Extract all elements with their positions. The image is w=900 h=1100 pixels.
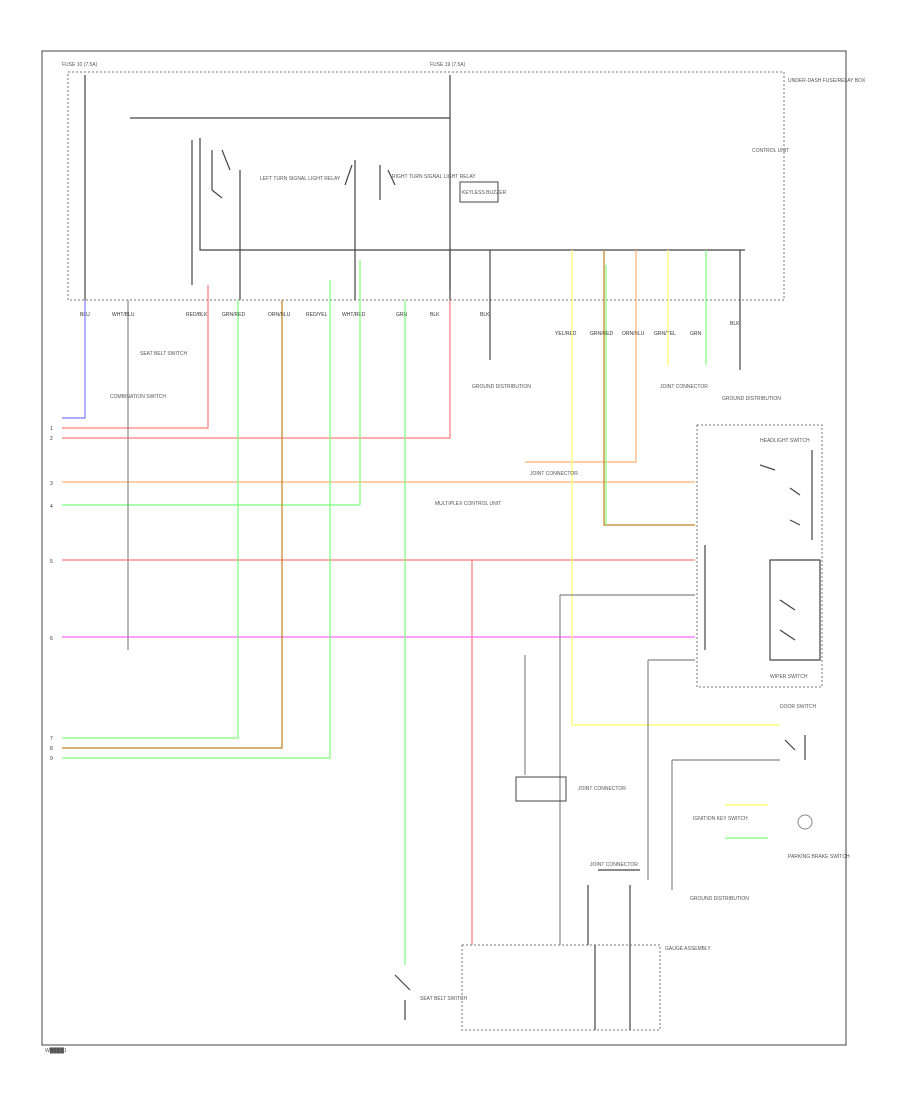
headlight-switch-label: HEADLIGHT SWITCH bbox=[760, 438, 810, 444]
door-switch-glyph bbox=[784, 735, 806, 760]
parking-brake-label: PARKING BRAKE SWITCH bbox=[788, 854, 850, 860]
top-left-label: FUSE 10 (7.5A) bbox=[62, 62, 98, 68]
relay-right-switch: RIGHT TURN SIGNAL LIGHT RELAY bbox=[344, 164, 476, 200]
wire-grey-3 bbox=[647, 659, 695, 880]
connector-pin-labels: BLU WHT/BLU RED/BLK GRN/RED ORN/BLU RED/… bbox=[80, 312, 740, 337]
svg-text:GRN: GRN bbox=[396, 312, 408, 318]
svg-text:6: 6 bbox=[50, 636, 53, 642]
wire-red-2 bbox=[62, 300, 451, 439]
joint-connector-label-3: JOINT CONNECTOR bbox=[578, 786, 626, 792]
ignition-label: IGNITION KEY SWITCH bbox=[693, 816, 748, 822]
joint-connector-label-2: JOINT CONNECTOR bbox=[530, 471, 578, 477]
wire-grey-2 bbox=[559, 594, 695, 945]
under-dash-fuse-box bbox=[67, 71, 785, 301]
diagram-frame bbox=[41, 50, 847, 1046]
gauge-assembly-box bbox=[461, 944, 661, 1031]
svg-text:RED/YEL: RED/YEL bbox=[306, 312, 328, 318]
wire-blue bbox=[62, 300, 86, 419]
combination-label: COMBINATION SWITCH bbox=[110, 394, 166, 400]
wire-green-2 bbox=[62, 300, 239, 739]
wire-black-4 bbox=[199, 138, 745, 251]
wiper-switch-label: WIPER SWITCH bbox=[770, 674, 808, 680]
ground-dist-label-2: GROUND DISTRIBUTION bbox=[722, 396, 781, 402]
ground-dist-label-1: GROUND DISTRIBUTION bbox=[472, 384, 531, 390]
svg-text:5: 5 bbox=[50, 559, 53, 565]
relay-right-label: RIGHT TURN SIGNAL LIGHT RELAY bbox=[392, 174, 476, 180]
combo-internal bbox=[704, 450, 821, 661]
wire-red-1 bbox=[62, 285, 209, 429]
joint-connector-label-4: JOINT CONNECTOR bbox=[590, 862, 638, 868]
keyless-buzzer-box bbox=[459, 181, 499, 203]
door-switch-label: DOOR SWITCH bbox=[780, 704, 816, 710]
wire-brown-2 bbox=[603, 250, 695, 526]
figure-code: W████1 bbox=[45, 1047, 67, 1054]
svg-text:YEL/RED: YEL/RED bbox=[555, 331, 577, 337]
ignition-symbol bbox=[797, 814, 813, 830]
svg-text:9: 9 bbox=[50, 756, 53, 762]
relay-left-switch: LEFT TURN SIGNAL LIGHT RELAY bbox=[211, 149, 341, 199]
keyless-buzzer-label: KEYLESS BUZZER bbox=[462, 190, 507, 196]
wire-orange-2 bbox=[525, 250, 637, 463]
joint-connector-label-1: JOINT CONNECTOR bbox=[660, 384, 708, 390]
svg-text:WHT/RED: WHT/RED bbox=[342, 312, 366, 318]
wire-yellow bbox=[571, 250, 780, 726]
svg-text:3: 3 bbox=[50, 481, 53, 487]
wire-green-1 bbox=[62, 260, 361, 506]
svg-text:BLK: BLK bbox=[730, 321, 740, 327]
gauge-internal bbox=[594, 945, 631, 1030]
svg-text:2: 2 bbox=[50, 436, 53, 442]
top-center-label: FUSE 19 (7.5A) bbox=[430, 62, 466, 68]
control-unit-label: CONTROL UNIT bbox=[752, 148, 789, 154]
fuse-box-label: UNDER-DASH FUSE/RELAY BOX bbox=[788, 78, 866, 84]
svg-text:GRN: GRN bbox=[690, 331, 702, 337]
svg-text:RED/BLK: RED/BLK bbox=[186, 312, 208, 318]
wire-brown bbox=[62, 300, 283, 749]
svg-text:7: 7 bbox=[50, 736, 53, 742]
combination-meter-leads bbox=[587, 869, 640, 945]
svg-text:4: 4 bbox=[50, 504, 53, 510]
seat-belt-label: SEAT BELT SWITCH bbox=[140, 351, 188, 357]
svg-text:GRN/YEL: GRN/YEL bbox=[654, 331, 676, 337]
seat-belt-label-2: SEAT BELT SWITCH bbox=[420, 996, 468, 1002]
svg-text:BLK: BLK bbox=[480, 312, 490, 318]
svg-text:8: 8 bbox=[50, 746, 53, 752]
svg-text:GRN/RED: GRN/RED bbox=[590, 331, 613, 337]
svg-text:WHT/BLU: WHT/BLU bbox=[112, 312, 135, 318]
svg-text:BLK: BLK bbox=[430, 312, 440, 318]
svg-text:1: 1 bbox=[50, 426, 53, 432]
combination-switch-box bbox=[696, 424, 823, 688]
multiplex-label: MULTIPLEX CONTROL UNIT bbox=[435, 501, 501, 507]
svg-text:ORN/BLU: ORN/BLU bbox=[622, 331, 645, 337]
left-edge-letters: 1 2 3 4 5 6 7 8 9 bbox=[50, 426, 53, 762]
ground-dist-label-3: GROUND DISTRIBUTION bbox=[690, 896, 749, 902]
svg-text:GRN/RED: GRN/RED bbox=[222, 312, 245, 318]
wire-green-3 bbox=[62, 280, 331, 759]
combo-contacts bbox=[759, 464, 801, 641]
gauge-assembly-label: GAUGE ASSEMBLY bbox=[665, 946, 711, 952]
relay-left-label: LEFT TURN SIGNAL LIGHT RELAY bbox=[260, 176, 341, 182]
seat-belt-switch-glyph bbox=[394, 974, 411, 1020]
wire-grey-4 bbox=[671, 759, 780, 890]
svg-text:ORN/BLU: ORN/BLU bbox=[268, 312, 291, 318]
joint-connector-box bbox=[515, 776, 567, 802]
